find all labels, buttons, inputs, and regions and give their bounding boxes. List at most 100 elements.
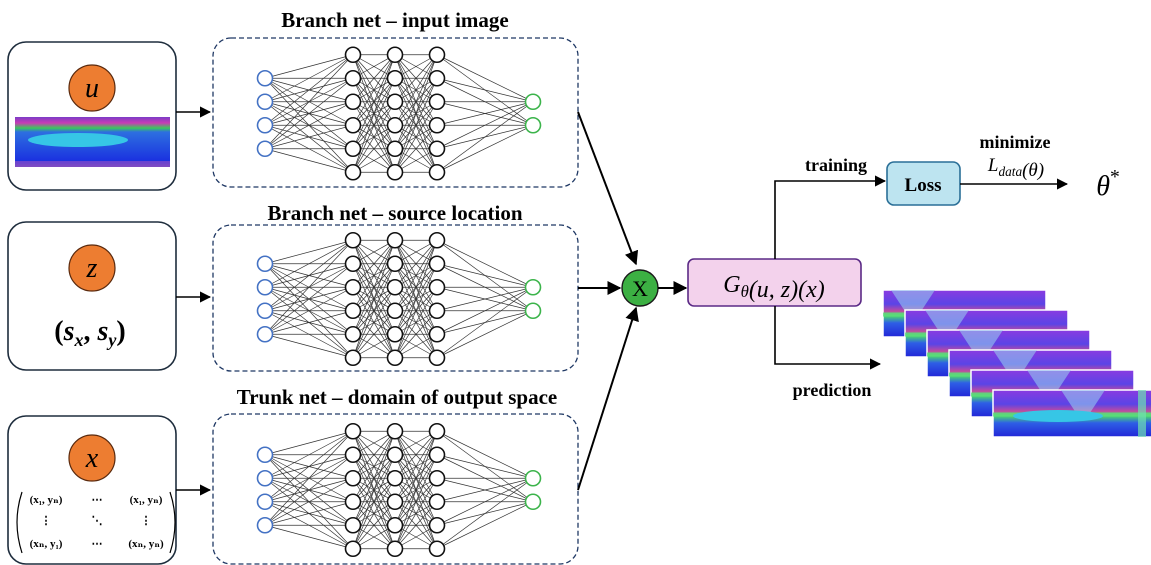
input-node (256, 140, 274, 158)
loss-box: Loss (886, 161, 961, 206)
hidden-node (386, 255, 404, 273)
prediction-label: prediction (793, 380, 872, 400)
hidden-node (428, 255, 446, 273)
hidden-node (428, 231, 446, 249)
hidden-node (428, 140, 446, 158)
matrix-bot-left: (xₙ, y₁) (30, 538, 63, 550)
training-branch: training (774, 155, 887, 259)
symbol-circle-u (68, 64, 116, 112)
hidden-node (344, 46, 362, 64)
input-node (256, 493, 274, 511)
symbol-z: z (86, 253, 98, 284)
hidden-node (344, 278, 362, 296)
matrix-mid-diag: ⋱ (92, 515, 103, 527)
hidden-node (386, 516, 404, 534)
hidden-node (344, 69, 362, 87)
input-node (256, 93, 274, 111)
matrix-bot-dots: ⋯ (92, 538, 103, 550)
hidden-node (344, 422, 362, 440)
hidden-node (386, 325, 404, 343)
hidden-node (428, 516, 446, 534)
hidden-node (428, 93, 446, 111)
hidden-node (386, 493, 404, 511)
hidden-node (428, 540, 446, 558)
input-node (256, 325, 274, 343)
matrix-top-dots: ⋯ (92, 494, 103, 506)
prediction-image-stack (882, 289, 1151, 438)
loss-label: Loss (905, 175, 942, 196)
optimal-theta: θ* (1096, 167, 1120, 202)
coordinate-matrix: (x₁, yₙ) ⋯ (x₁, yₙ) ⋮ ⋱ ⋮ (xₙ, y₁) ⋯ (xₙ… (16, 491, 176, 554)
output-node (524, 469, 542, 487)
matrix-top-left: (x₁, yₙ) (30, 494, 63, 506)
hidden-node (428, 325, 446, 343)
hidden-node (344, 231, 362, 249)
input-box-u: u (7, 41, 177, 191)
symbol-u: u (85, 73, 99, 104)
hidden-node (428, 302, 446, 320)
hidden-node (386, 46, 404, 64)
hidden-node (344, 302, 362, 320)
matrix-mid-right: ⋮ (141, 515, 152, 527)
branch-net-source-location (212, 224, 579, 372)
nn-branch-input (256, 46, 542, 181)
product-symbol: X (632, 276, 648, 301)
output-node (524, 116, 542, 134)
hidden-node (428, 446, 446, 464)
input-box-z: z (sx, sy) (7, 221, 177, 371)
matrix-mid-left: ⋮ (41, 515, 52, 527)
hidden-node (428, 69, 446, 87)
input-node (256, 469, 274, 487)
input-node (256, 446, 274, 464)
branch-input-title: Branch net – input image (281, 8, 509, 32)
hidden-node (428, 469, 446, 487)
operator-box: Gθ(u, z)(x) (687, 258, 862, 307)
hidden-node (428, 422, 446, 440)
hidden-node (386, 93, 404, 111)
input-image-thumbnail (15, 117, 170, 167)
output-node (524, 278, 542, 296)
hidden-node (344, 493, 362, 511)
hidden-node (386, 302, 404, 320)
nn-trunk (256, 422, 542, 558)
hidden-node (344, 325, 362, 343)
hidden-node (386, 469, 404, 487)
prediction-frame (992, 389, 1151, 438)
nn-branch-source (256, 231, 542, 367)
hidden-node (386, 231, 404, 249)
symbol-circle-z (68, 244, 116, 292)
hidden-node (428, 278, 446, 296)
symbol-x: x (85, 443, 99, 474)
symbol-circle-x (68, 434, 116, 482)
hidden-node (344, 349, 362, 367)
hidden-node (386, 116, 404, 134)
hidden-node (386, 422, 404, 440)
arrow-branch-input-to-product (577, 111, 639, 266)
hidden-node (344, 540, 362, 558)
hidden-node (344, 255, 362, 273)
prediction-branch: prediction (774, 306, 882, 400)
input-node (256, 69, 274, 87)
input-node (256, 302, 274, 320)
hidden-node (386, 163, 404, 181)
hidden-node (386, 349, 404, 367)
hidden-node (386, 278, 404, 296)
hidden-node (344, 163, 362, 181)
hidden-node (386, 540, 404, 558)
arrow-trunk-to-product (577, 306, 639, 491)
hidden-node (386, 140, 404, 158)
nn-connections (264, 239, 534, 359)
hidden-node (386, 446, 404, 464)
matrix-bot-right: (xₙ, yₙ) (128, 538, 164, 550)
hidden-node (386, 69, 404, 87)
minimize-label: minimize (980, 132, 1051, 152)
input-node (256, 116, 274, 134)
input-node (256, 255, 274, 273)
input-node (256, 516, 274, 534)
input-node (256, 278, 274, 296)
output-node (524, 493, 542, 511)
hidden-node (428, 163, 446, 181)
training-label: training (805, 155, 867, 175)
product-node: X (621, 269, 659, 307)
